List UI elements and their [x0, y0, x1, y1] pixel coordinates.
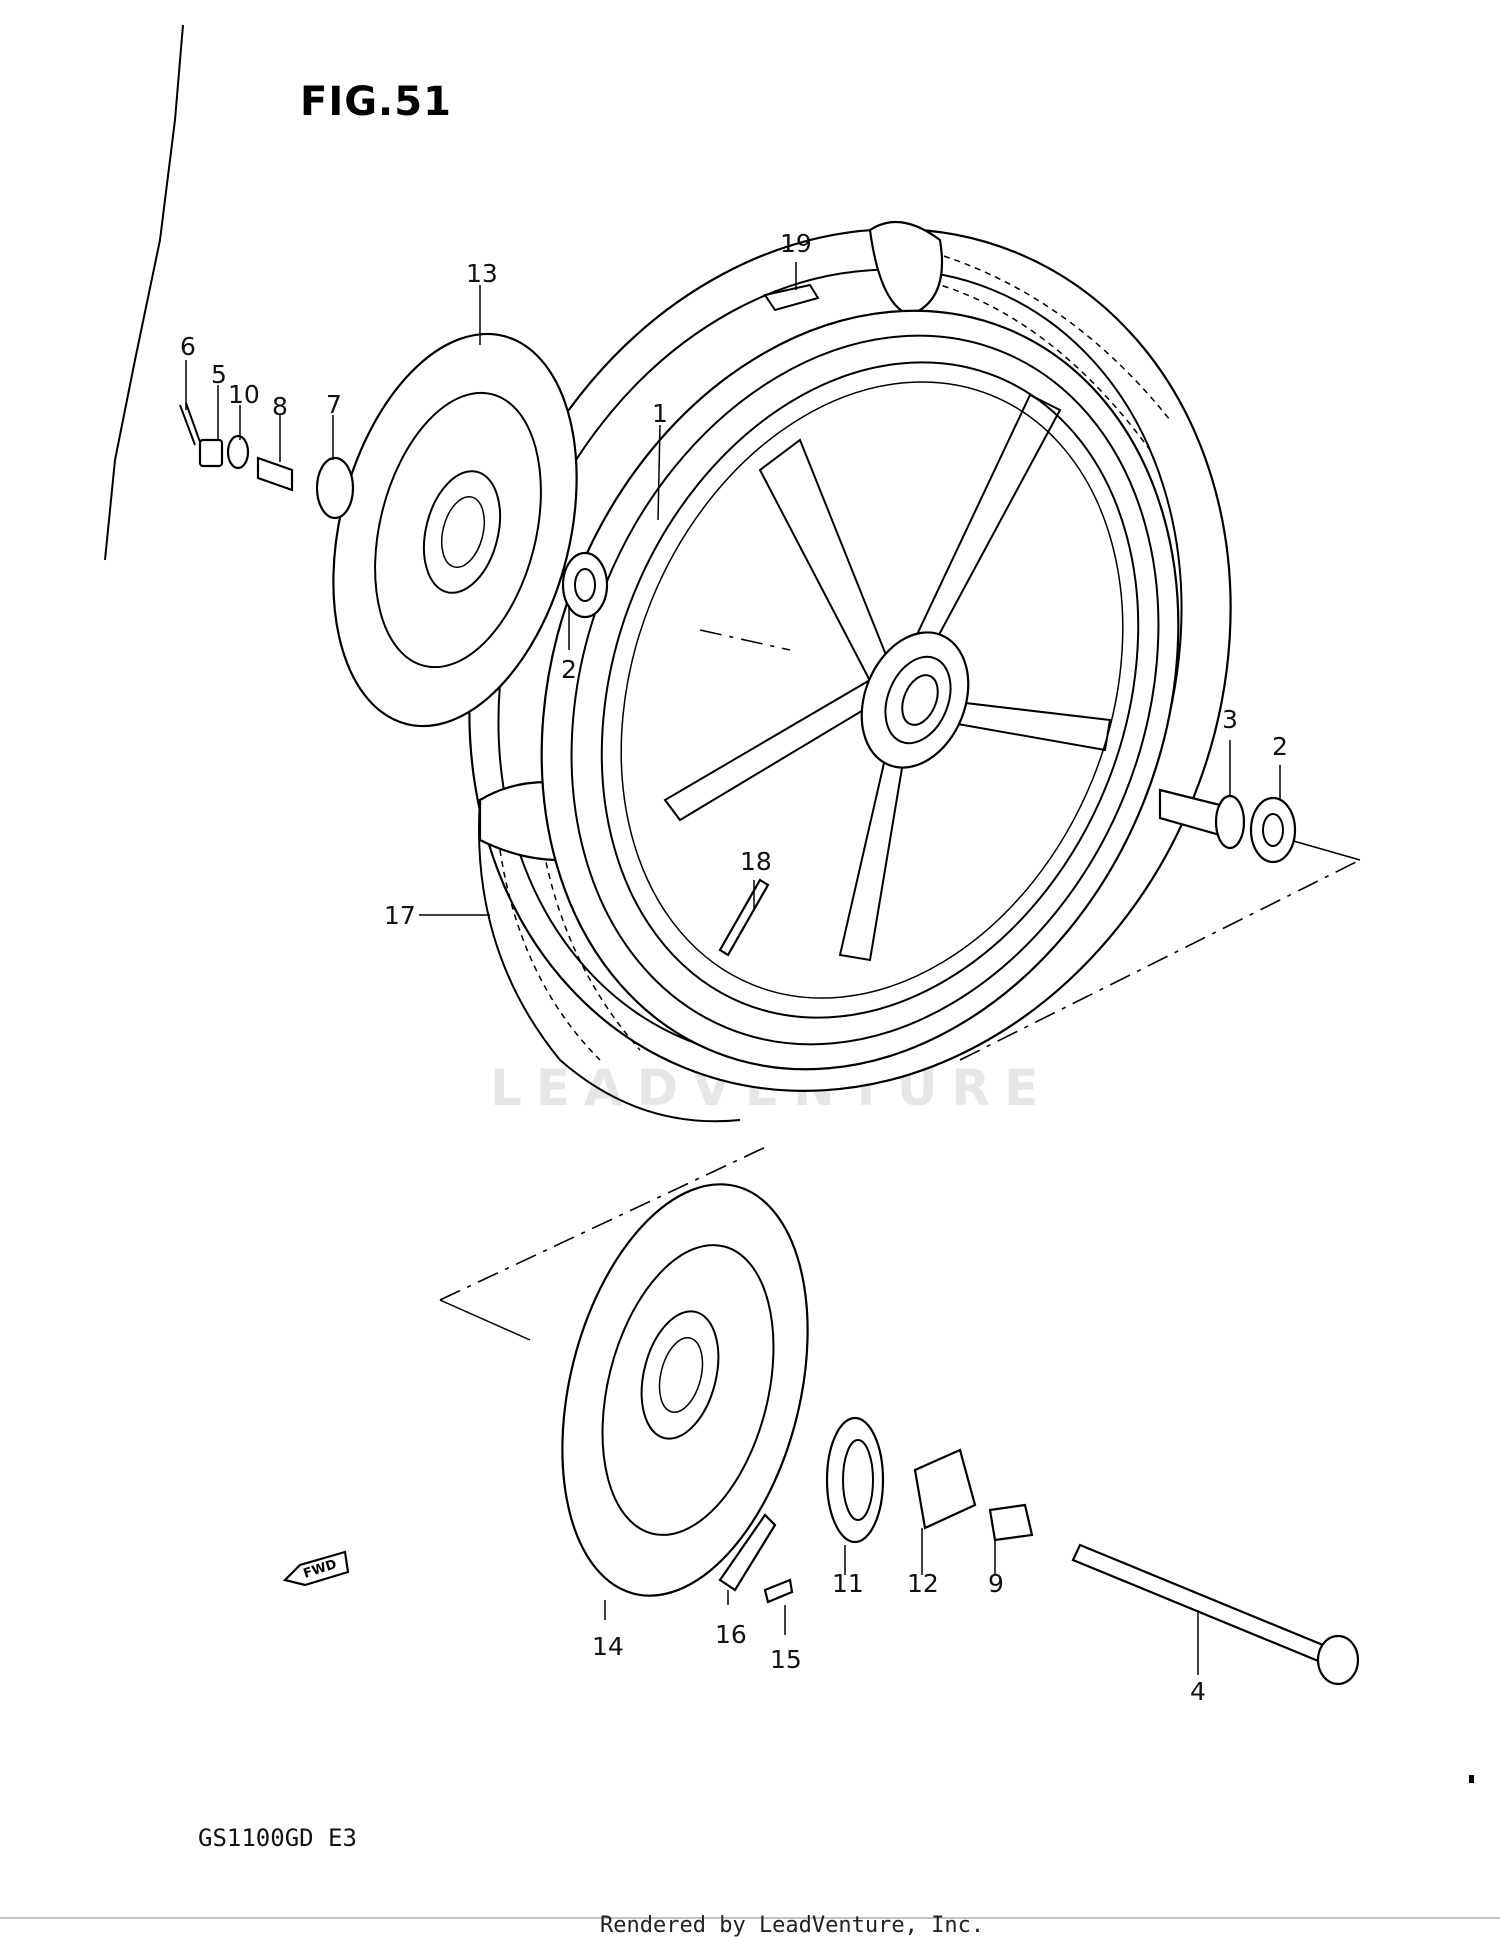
axis-line-right [959, 859, 1361, 1061]
bearing-left [561, 551, 609, 619]
speedometer-gear [913, 1448, 977, 1530]
disc-bolt [763, 1578, 794, 1604]
brake-disc-right [561, 1183, 809, 1597]
callout-13: 13 [466, 259, 498, 288]
dust-seal-right [1214, 794, 1246, 850]
washer [226, 434, 250, 470]
callout-11: 11 [832, 1569, 864, 1598]
callout-14: 14 [592, 1632, 624, 1661]
wheel-rim [540, 309, 1180, 1071]
axis-line-lower-corner [439, 1299, 531, 1341]
callout-17: 17 [384, 901, 416, 930]
callout-19: 19 [780, 229, 812, 258]
axle-nut [198, 438, 224, 468]
speedometer-gear-box [825, 1416, 885, 1544]
callout-8: 8 [272, 392, 288, 421]
axis-line-lower [439, 1144, 771, 1301]
callout-2-left: 2 [561, 655, 577, 684]
callout-16: 16 [715, 1620, 747, 1649]
axle-collar [988, 1503, 1034, 1542]
callout-12: 12 [907, 1569, 939, 1598]
front-axle [1071, 1543, 1337, 1667]
axis-line-right-end [1289, 839, 1361, 861]
callout-6: 6 [180, 332, 196, 361]
axis-line-upper [699, 629, 791, 651]
callout-7: 7 [326, 390, 342, 419]
lock-washer [718, 1513, 777, 1592]
spacer [256, 456, 294, 492]
callout-9: 9 [988, 1569, 1004, 1598]
figure-title: FIG.51 [300, 79, 452, 125]
callout-10: 10 [228, 380, 260, 409]
callout-5: 5 [211, 360, 227, 389]
scan-edge-line [104, 24, 184, 561]
callout-15: 15 [770, 1645, 802, 1674]
model-code: GS1100GD E3 [198, 1824, 357, 1852]
tire-valve [718, 878, 770, 957]
footer-credit: Rendered by LeadVenture, Inc. [600, 1913, 984, 1938]
dust-seal-left [315, 456, 355, 520]
scan-speck [1469, 1775, 1474, 1783]
callout-1: 1 [652, 399, 668, 428]
callout-2-right: 2 [1272, 732, 1288, 761]
callout-3: 3 [1222, 705, 1238, 734]
callout-4: 4 [1190, 1677, 1206, 1706]
bearing-right [1249, 796, 1297, 864]
balance-weight-clip [763, 283, 820, 312]
cotter-pin [179, 402, 201, 446]
callout-18: 18 [740, 847, 772, 876]
forward-direction-arrow: FWD [282, 1550, 350, 1587]
